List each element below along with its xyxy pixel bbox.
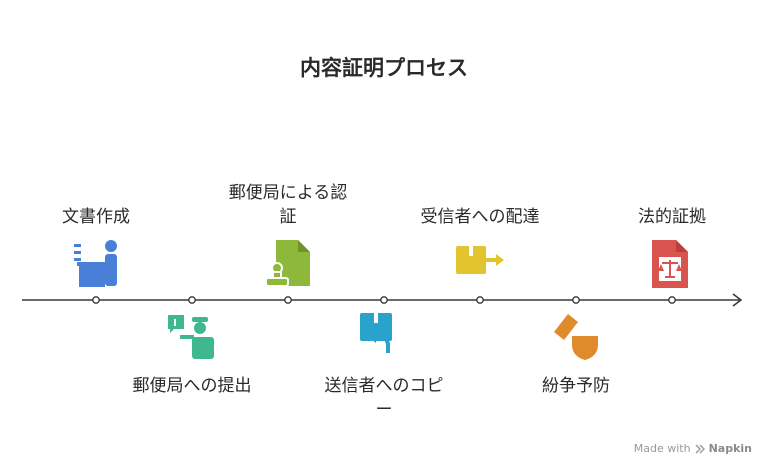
step-label-post-office-submission: 郵便局への提出 [132, 376, 252, 396]
diagram-title: 内容証明プロセス [300, 56, 468, 80]
timeline-node [188, 296, 196, 304]
bandage-shield-icon [554, 314, 598, 360]
step-label-dispute-prevention: 紛争予防 [542, 376, 610, 396]
postal-worker-icon [168, 315, 214, 359]
step-label-legal-evidence: 法的証拠 [638, 207, 706, 227]
timeline-node [284, 296, 292, 304]
box-return-icon [360, 313, 392, 353]
napkin-logo-icon [695, 444, 705, 453]
legal-document-scales-icon [652, 240, 688, 288]
timeline-node [476, 296, 484, 304]
box-forward-icon [456, 246, 504, 274]
footer-made-with: Made with [633, 442, 691, 455]
document-stamp-icon [265, 240, 310, 287]
step-label-delivery-to-recipient: 受信者への配達 [420, 207, 540, 227]
timeline-node [572, 296, 580, 304]
timeline-node [668, 296, 676, 304]
step-label-copy-to-sender-line2: ー [375, 400, 393, 420]
footer-brand: Napkin [708, 442, 752, 455]
footer-watermark: Made with Napkin [634, 442, 752, 455]
step-label-copy-to-sender-line1: 送信者へのコピ [324, 376, 444, 396]
person-at-desk-icon [74, 240, 117, 287]
arrow-head-icon [732, 293, 743, 307]
step-label-post-office-certification-line2: 証 [279, 207, 297, 227]
step-label-document-creation: 文書作成 [62, 207, 130, 227]
step-label-post-office-certification-line1: 郵便局による認 [228, 183, 348, 203]
timeline-node [380, 296, 388, 304]
timeline-node [92, 296, 100, 304]
